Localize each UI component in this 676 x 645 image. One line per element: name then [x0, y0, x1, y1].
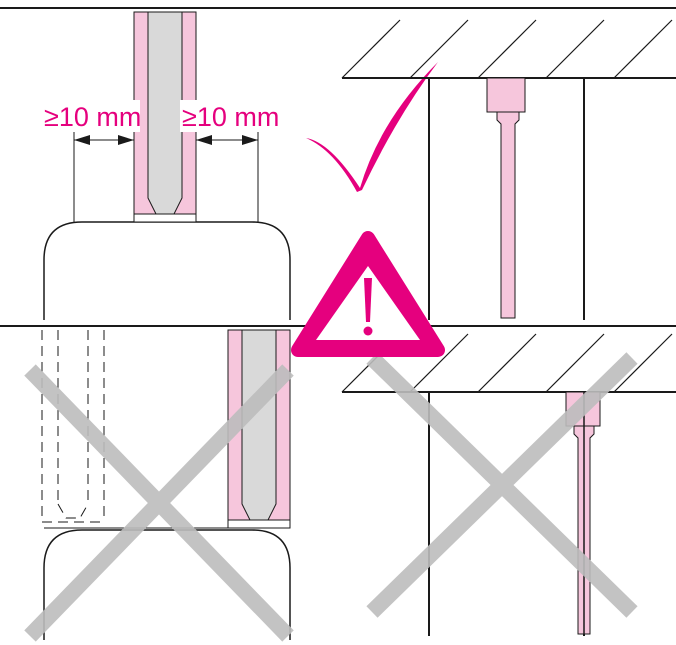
mount-rod: [496, 111, 520, 319]
panel-correct-ceiling: [341, 19, 676, 320]
base-plate: [133, 213, 197, 223]
warning-triangle-icon: [291, 231, 445, 357]
panel-correct-clearance: ≥10 mm ≥10 mm: [42, 11, 292, 320]
clearance-right-label: ≥10 mm: [182, 102, 279, 132]
ghost-sleeve: [41, 330, 105, 523]
cross-icon: [24, 364, 294, 642]
shaft-lower: [241, 329, 277, 521]
shaft: [147, 11, 183, 215]
mount-block: [486, 77, 526, 113]
machine-body: [43, 221, 291, 320]
ceiling-hatch: [341, 19, 673, 79]
panel-wrong-clearance: [41, 329, 291, 640]
checkmark-icon: [306, 62, 438, 192]
clearance-left-label: ≥10 mm: [44, 102, 141, 132]
cross-icon-right: [366, 352, 638, 618]
machine-body-lower: [43, 529, 291, 640]
exclamation-mark: [364, 278, 372, 322]
